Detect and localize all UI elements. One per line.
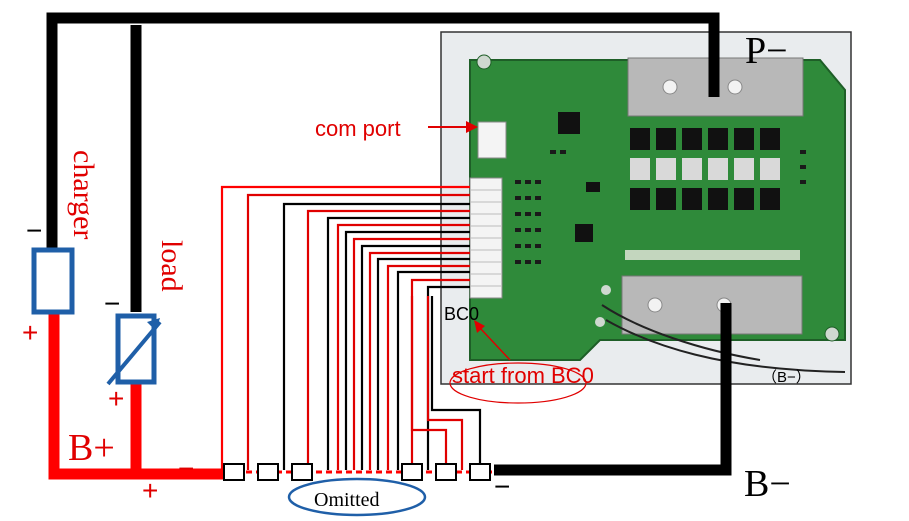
charger-label: charger [67, 150, 100, 239]
b-plus-label: B+ [68, 427, 115, 469]
start-from-bc0-label: start from BC0 [452, 363, 594, 388]
ntc-wire-1 [601, 304, 761, 361]
cell-minus-sign: − [494, 471, 510, 502]
cell-chain [223, 463, 494, 481]
b-minus-label: B− [744, 463, 791, 505]
wire-charger-minus-to-p [46, 12, 720, 255]
cell-n [469, 463, 491, 481]
start-bc0-ellipse [449, 362, 587, 404]
load-symbol [106, 313, 162, 386]
charger-plus-sign: + [22, 317, 38, 348]
com-port-connector [477, 121, 507, 159]
lead-bc0 [220, 185, 470, 470]
ntc-wire-2 [605, 319, 846, 373]
omitted-ellipse [287, 477, 427, 517]
pack-minus-sign: − [178, 453, 194, 484]
cell-n-1 [435, 463, 457, 481]
red-power-wires [48, 310, 224, 480]
cell-2 [257, 463, 279, 481]
variable-arrow [106, 320, 162, 386]
bc0-arrow [474, 320, 511, 361]
b-minus-paren-label: （B−） [762, 369, 811, 386]
com-port-arrow [428, 121, 478, 133]
mcu-chip [558, 112, 580, 134]
cell-3 [291, 463, 313, 481]
load-label: load [155, 240, 188, 292]
bms-board-photo [440, 31, 852, 385]
p-minus-label: P− [745, 30, 788, 72]
load-plus-sign: + [108, 383, 124, 414]
load-minus-sign: − [104, 288, 120, 319]
cell-n-2 [401, 463, 423, 481]
pack-plus-sign: + [142, 475, 158, 506]
mosfet-array [630, 128, 780, 210]
bc0-label: BC0 [444, 304, 479, 324]
cell-1 [223, 463, 245, 481]
wire-b-minus [494, 303, 732, 476]
omitted-label: Omitted [314, 489, 380, 511]
black-power-wires [46, 12, 732, 476]
balance-leads [220, 185, 482, 470]
com-port-label: com port [315, 116, 401, 141]
charger-minus-sign: − [26, 215, 42, 246]
charger-symbol [31, 247, 75, 315]
wire-b-plus [48, 310, 224, 480]
